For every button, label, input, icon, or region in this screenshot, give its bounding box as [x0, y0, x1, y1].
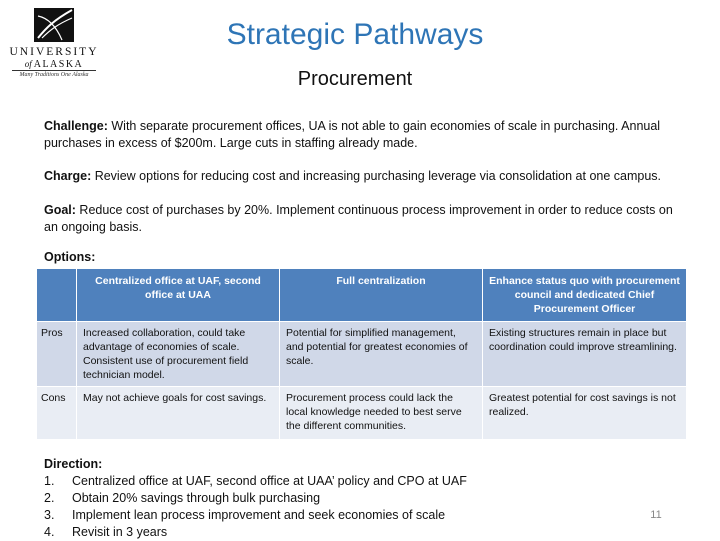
page-number: 11	[650, 509, 662, 521]
challenge-text: With separate procurement offices, UA is…	[44, 119, 661, 150]
logo-rule	[12, 70, 96, 71]
charge-label: Charge:	[44, 169, 92, 183]
table-header-cell	[36, 268, 77, 322]
table-row: Cons May not achieve goals for cost savi…	[36, 386, 687, 440]
list-item: 4.Revisit in 3 years	[44, 525, 168, 539]
row-label-pros: Pros	[36, 321, 77, 387]
row-label-cons: Cons	[36, 386, 77, 440]
goal-paragraph: Goal: Reduce cost of purchases by 20%. I…	[44, 202, 684, 236]
direction-section: Direction: 1.Centralized office at UAF, …	[44, 456, 644, 541]
table-cell: May not achieve goals for cost savings.	[76, 386, 280, 440]
table-row: Pros Increased collaboration, could take…	[36, 321, 687, 387]
table-cell: Procurement process could lack the local…	[279, 386, 483, 440]
table-header-cell: Enhance status quo with procurement coun…	[482, 268, 687, 322]
challenge-label: Challenge:	[44, 119, 108, 133]
page-subtitle: Procurement	[297, 68, 413, 90]
logo-emblem-icon	[34, 8, 74, 42]
table-header-cell: Full centralization	[279, 268, 483, 322]
list-item: 1.Centralized office at UAF, second offi…	[44, 474, 467, 488]
direction-label: Direction:	[44, 457, 103, 471]
charge-paragraph: Charge: Review options for reducing cost…	[44, 168, 684, 185]
goal-text: Reduce cost of purchases by 20%. Impleme…	[44, 203, 673, 234]
table-cell: Increased collaboration, could take adva…	[76, 321, 280, 387]
page-title: Strategic Pathways	[226, 18, 484, 51]
options-table: Centralized office at UAF, second office…	[36, 268, 687, 440]
table-header-cell: Centralized office at UAF, second office…	[76, 268, 280, 322]
list-item: 2.Obtain 20% savings through bulk purcha…	[44, 491, 321, 505]
table-cell: Greatest potential for cost savings is n…	[482, 386, 687, 440]
logo-university-text: UNIVERSITY	[9, 46, 99, 58]
charge-text: Review options for reducing cost and inc…	[91, 169, 662, 183]
table-cell: Existing structures remain in place but …	[482, 321, 687, 387]
goal-label: Goal:	[44, 203, 76, 217]
options-label: Options:	[44, 250, 96, 264]
table-header-row: Centralized office at UAF, second office…	[36, 268, 687, 322]
list-item: 3.Implement lean process improvement and…	[44, 508, 446, 522]
table-cell: Potential for simplified management, and…	[279, 321, 483, 387]
logo-motto: Many Traditions One Alaska	[19, 72, 89, 78]
challenge-paragraph: Challenge: With separate procurement off…	[44, 118, 684, 152]
